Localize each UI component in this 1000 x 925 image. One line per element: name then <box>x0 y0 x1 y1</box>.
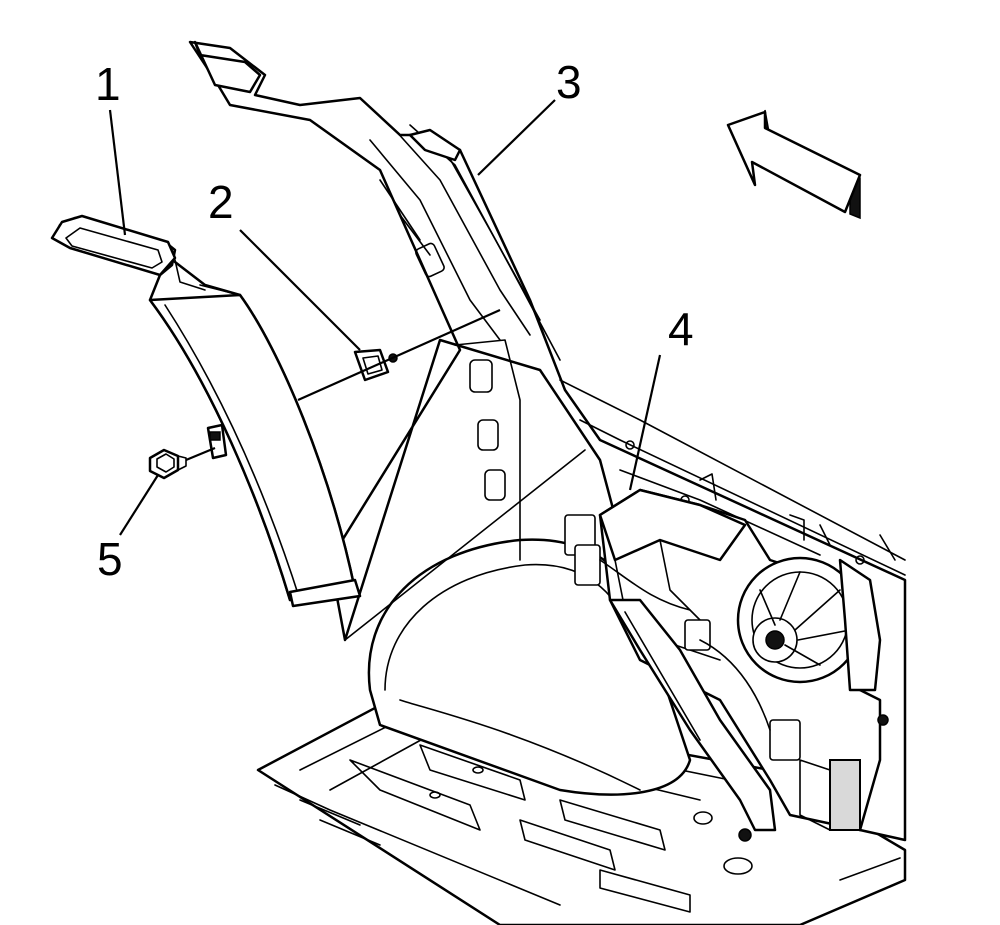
leader-3 <box>477 99 556 176</box>
callout-labels: 1 2 3 4 5 <box>95 56 694 585</box>
leader-1 <box>108 109 127 236</box>
callout-2: 2 <box>208 176 234 228</box>
leader-2b <box>297 308 501 402</box>
front-direction-arrow-icon <box>726 109 862 220</box>
rear-blower-module <box>564 488 889 842</box>
leader-lines <box>108 99 662 536</box>
floor-panel <box>256 698 907 925</box>
leader-4 <box>628 354 662 491</box>
leader-5b <box>185 446 216 462</box>
rear-air-duct <box>50 214 362 608</box>
leader-5 <box>119 474 159 536</box>
callout-3: 3 <box>556 56 582 108</box>
callout-5: 5 <box>97 533 123 585</box>
callout-4: 4 <box>668 303 694 355</box>
mounting-bolt <box>148 448 187 480</box>
leader-2 <box>239 229 361 351</box>
callout-1: 1 <box>95 58 121 110</box>
